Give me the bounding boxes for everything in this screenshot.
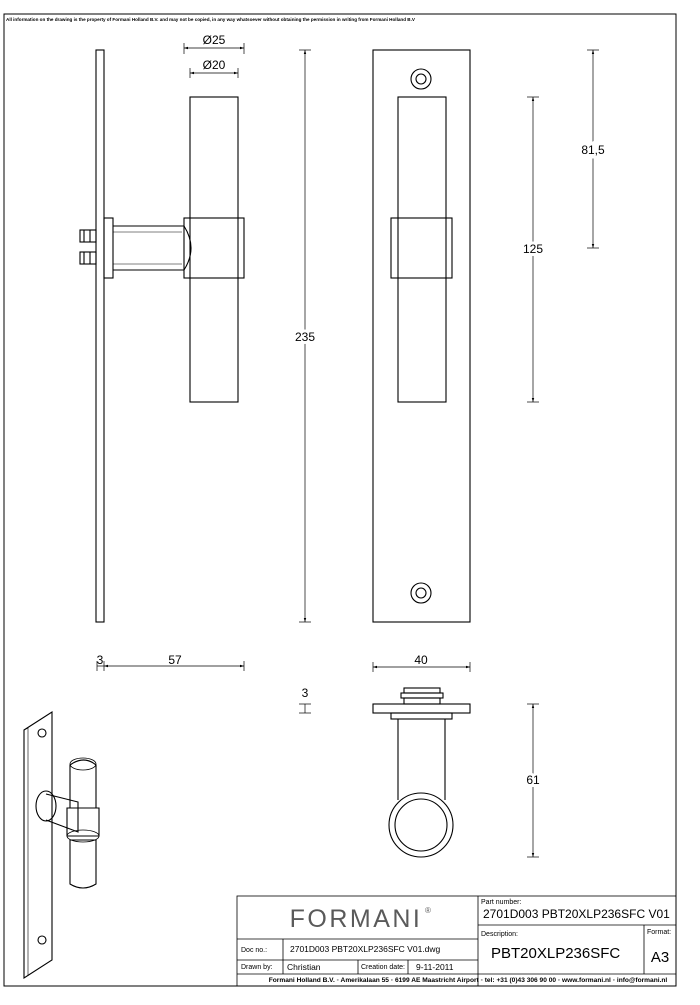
title-block (236, 895, 677, 987)
dim-length-235: 235 (295, 330, 315, 344)
dim-diameter-25: Ø25 (203, 33, 226, 47)
format-value: A3 (651, 949, 669, 966)
front-view (372, 49, 471, 623)
dimension-labels: Ø25 Ø20 235 125 81,5 3 57 40 3 61 (97, 33, 608, 790)
isometric-view (23, 710, 100, 980)
description-value: PBT20XLP236SFC (491, 945, 620, 962)
company-logo: FORMANI (290, 905, 423, 933)
top-stud-1 (403, 687, 441, 694)
iso-backplate (23, 710, 53, 980)
dimension-lines (96, 43, 599, 858)
screw-top-inner (415, 73, 427, 85)
iso-grip-upper (69, 759, 97, 809)
dim-plate-width-40: 40 (414, 653, 428, 667)
sheet-border (3, 13, 677, 987)
creation-date-value: 9-11-2011 (416, 962, 454, 972)
dim-length-125: 125 (523, 242, 543, 256)
drawn-by-label: Drawn by: (241, 964, 273, 971)
side-arm (113, 225, 192, 271)
iso-arm (45, 793, 79, 833)
dim-projection-57: 57 (168, 653, 182, 667)
front-grip (397, 96, 447, 403)
top-stud-2 (400, 692, 444, 699)
iso-screw-top (37, 728, 47, 738)
front-collar (390, 217, 453, 279)
side-stud-bottom (79, 251, 97, 265)
copyright-notice: All information on the drawing is the pr… (6, 17, 416, 22)
side-backplate (95, 49, 105, 623)
screw-bottom-outer (410, 582, 432, 604)
dim-diameter-20: Ø20 (203, 58, 226, 72)
side-rosette (103, 217, 114, 279)
iso-grip-lower (69, 839, 97, 889)
top-grip-outer (388, 792, 454, 858)
front-backplate (372, 49, 471, 623)
doc-no-value: 2701D003 PBT20XLP236SFC V01.dwg (290, 944, 441, 954)
creation-date-label: Creation date: (361, 964, 405, 971)
company-footer: Formani Holland B.V. ◦ Amerikalaan 55 ◦ … (269, 977, 668, 984)
iso-screw-bottom (37, 935, 47, 945)
part-number-label: Part number: (481, 899, 522, 906)
side-grip (189, 96, 239, 403)
top-rosette (390, 712, 453, 720)
registered-mark: ® (425, 906, 431, 915)
screw-bottom-inner (415, 587, 427, 599)
doc-no-label: Doc no.: (241, 947, 267, 954)
part-number-value: 2701D003 PBT20XLP236SFC V01 (483, 907, 670, 921)
side-view (79, 49, 245, 623)
top-stud-3 (403, 697, 441, 705)
top-arm (397, 719, 446, 800)
screw-top-outer (410, 68, 432, 90)
format-label: Format: (647, 929, 671, 936)
dim-length-81-5: 81,5 (581, 143, 605, 157)
dim-plate-depth-3: 3 (302, 686, 309, 700)
iso-rosette (35, 790, 57, 822)
drawn-by-value: Christian (287, 962, 321, 972)
top-view (372, 687, 471, 858)
side-stud-top (79, 229, 97, 243)
dim-plate-thickness-3: 3 (97, 653, 104, 667)
description-label: Description: (481, 931, 518, 938)
dim-depth-61: 61 (526, 773, 540, 787)
title-block-text: FORMANI ® Doc no.: 2701D003 PBT20XLP236S… (241, 899, 671, 984)
top-backplate (372, 703, 471, 714)
side-collar (183, 217, 245, 279)
top-grip-inner (394, 798, 448, 852)
